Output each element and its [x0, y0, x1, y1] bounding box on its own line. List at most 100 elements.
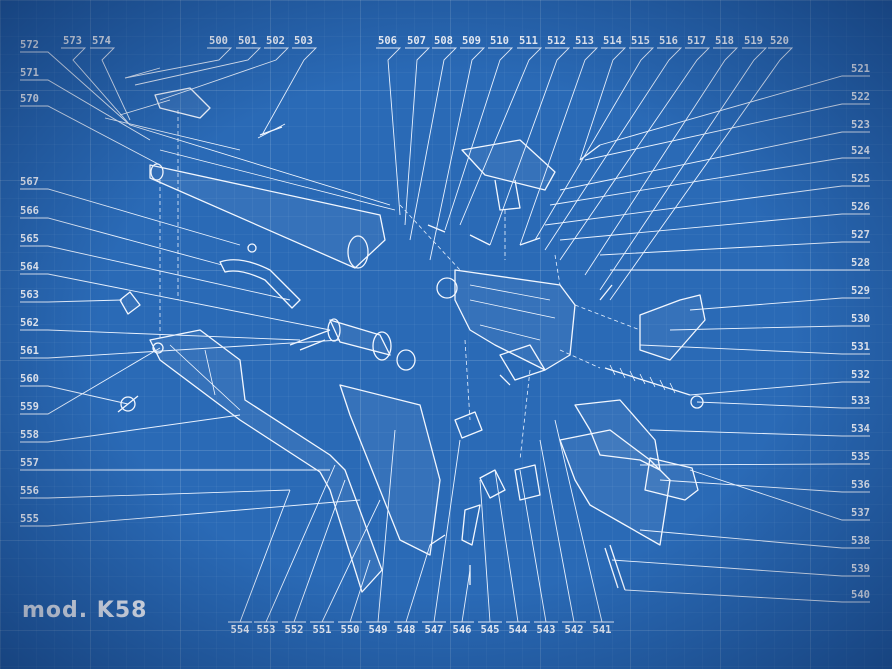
- leader-line: [559, 47, 711, 261]
- leader-line: [282, 479, 346, 623]
- leader-line: [394, 544, 431, 623]
- leader-line: [579, 47, 627, 161]
- leader-line: [459, 47, 543, 226]
- leader-line: [478, 479, 502, 623]
- leader-line: [404, 47, 431, 226]
- leader-line: [549, 157, 870, 206]
- part-number-label: 528: [851, 257, 870, 269]
- leader-line: [20, 347, 161, 415]
- part-number-label: 515: [631, 35, 650, 47]
- leader-line: [254, 464, 336, 623]
- folding-stock-part: [149, 329, 383, 593]
- part-number-label: 524: [851, 145, 870, 157]
- part-number-label: 529: [851, 285, 870, 297]
- part-number-label: 533: [851, 395, 870, 407]
- part-number-label: 572: [20, 39, 39, 51]
- leader-line: [20, 414, 241, 443]
- part-number-label: 527: [851, 229, 870, 241]
- leader-line: [659, 479, 870, 493]
- leader-line: [611, 559, 870, 577]
- part-number-label: 544: [509, 624, 528, 636]
- part-number-label: 548: [397, 624, 416, 636]
- butt-plate-part: [639, 294, 706, 361]
- leader-line: [539, 439, 586, 623]
- part-number-label: 574: [92, 35, 111, 47]
- sling-bar-part: [219, 259, 301, 309]
- model-title: mod. K58: [22, 598, 148, 623]
- leader-line: [639, 529, 870, 549]
- leader-line: [534, 47, 655, 241]
- barrel-part: [149, 164, 386, 269]
- leader-line: [310, 499, 381, 623]
- part-number-label: 526: [851, 201, 870, 213]
- leader-line: [544, 47, 683, 251]
- leader-line: [639, 344, 870, 355]
- magazine-plate-part: [339, 384, 441, 556]
- leader-line: [20, 299, 123, 303]
- leader-line: [20, 51, 131, 126]
- part-number-label: 547: [425, 624, 444, 636]
- leader-line: [20, 217, 223, 266]
- part-number-label: 549: [369, 624, 388, 636]
- part-number-label: 562: [20, 317, 39, 329]
- rear-sight-part: [461, 139, 556, 191]
- leader-line: [584, 103, 870, 161]
- leader-line: [689, 469, 870, 521]
- part-number-label: 556: [20, 485, 39, 497]
- leader-line: [559, 131, 870, 191]
- leader-line: [20, 105, 161, 166]
- leader-line: [554, 419, 614, 623]
- part-number-label: 530: [851, 313, 870, 325]
- part-number-label: 571: [20, 67, 39, 79]
- part-number-label: 543: [537, 624, 556, 636]
- leader-line: [519, 47, 599, 246]
- part-number-label: 537: [851, 507, 870, 519]
- part-number-label: 559: [20, 401, 39, 413]
- part-number-label: 535: [851, 451, 870, 463]
- part-number-label: 500: [209, 35, 228, 47]
- leader-line: [20, 329, 301, 341]
- part-number-label: 536: [851, 479, 870, 491]
- part-number-label: 519: [744, 35, 763, 47]
- leader-line: [20, 339, 341, 359]
- part-number-label: 511: [519, 35, 538, 47]
- part-number-label: 502: [266, 35, 285, 47]
- receiver-body-part: [454, 269, 576, 371]
- part-number-label: 509: [462, 35, 481, 47]
- part-number-label: 570: [20, 93, 39, 105]
- part-number-label: 501: [238, 35, 257, 47]
- part-number-label: 516: [659, 35, 678, 47]
- alignment-dashes: [159, 110, 641, 461]
- leader-lines: [20, 47, 870, 623]
- leader-line: [338, 559, 371, 623]
- leader-line: [609, 47, 794, 301]
- part-number-label: 534: [851, 423, 870, 435]
- part-number-label: 507: [407, 35, 426, 47]
- part-number-label: 525: [851, 173, 870, 185]
- part-number-label: 531: [851, 341, 870, 353]
- leader-line: [544, 185, 870, 226]
- part-number-label: 510: [490, 35, 509, 47]
- leader-line: [444, 47, 514, 231]
- leader-line: [689, 381, 870, 396]
- recoil-spring-part: [604, 367, 691, 396]
- leader-line: [422, 439, 461, 623]
- leader-line: [624, 589, 870, 603]
- part-number-label: 542: [565, 624, 584, 636]
- part-number-label: 540: [851, 589, 870, 601]
- bolt-carrier-part: [329, 319, 391, 356]
- leader-line: [559, 213, 870, 241]
- leader-line: [669, 325, 870, 331]
- part-number-label: 563: [20, 289, 39, 301]
- part-number-label: 560: [20, 373, 39, 385]
- part-number-label: 573: [63, 35, 82, 47]
- top-cover-part: [154, 87, 211, 119]
- leader-line: [159, 47, 290, 101]
- part-number-label: 521: [851, 63, 870, 75]
- leader-line: [20, 385, 129, 405]
- part-number-label: 532: [851, 369, 870, 381]
- part-number-label: 557: [20, 457, 39, 469]
- leader-line: [599, 47, 768, 291]
- grip-panel-part: [559, 429, 671, 546]
